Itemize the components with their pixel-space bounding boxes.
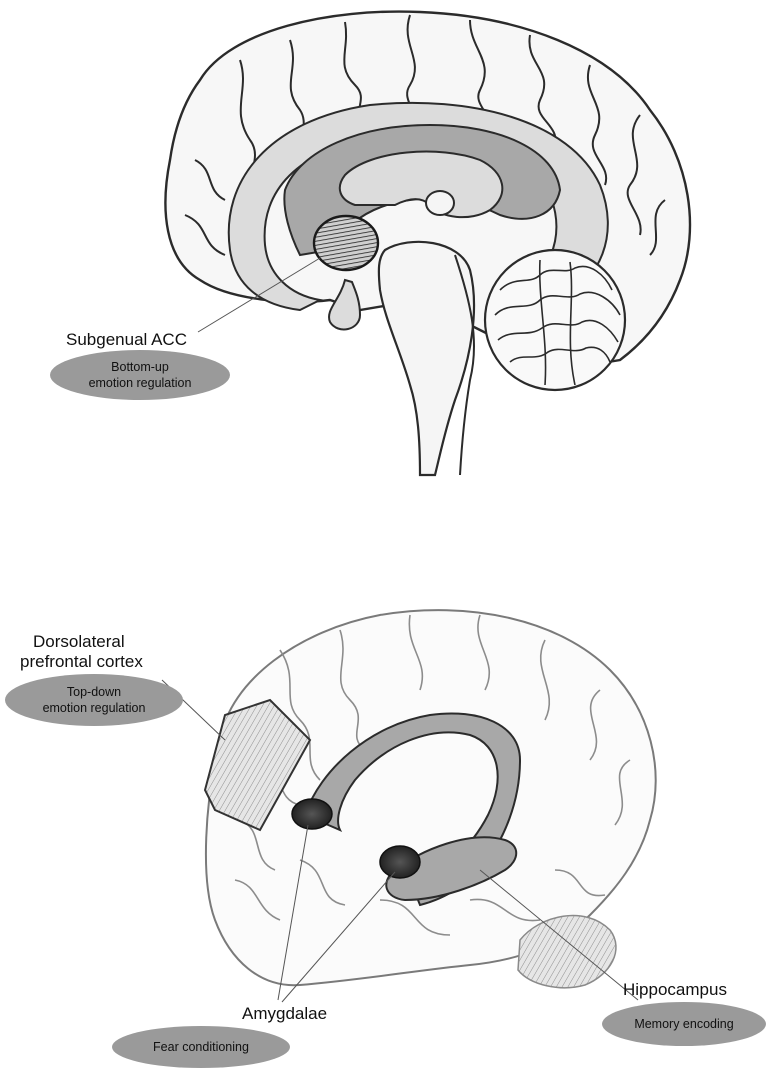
- dlpfc-badge: Top-down emotion regulation: [5, 674, 183, 726]
- hippocampus-badge-text: Memory encoding: [634, 1016, 733, 1032]
- hippocampus-title: Hippocampus: [623, 980, 727, 1000]
- amygdala-right: [380, 846, 420, 878]
- amygdalae-title: Amygdalae: [242, 1004, 327, 1024]
- amygdalae-badge-text: Fear conditioning: [153, 1039, 249, 1055]
- dlpfc-badge-line1: Top-down: [67, 684, 121, 700]
- dlpfc-badge-line2: emotion regulation: [43, 700, 146, 716]
- amygdala-left: [292, 799, 332, 829]
- amygdalae-badge: Fear conditioning: [112, 1026, 290, 1068]
- dlpfc-title-line2: prefrontal cortex: [20, 652, 143, 672]
- hippocampus-badge: Memory encoding: [602, 1002, 766, 1046]
- dlpfc-title-line1: Dorsolateral: [33, 632, 125, 652]
